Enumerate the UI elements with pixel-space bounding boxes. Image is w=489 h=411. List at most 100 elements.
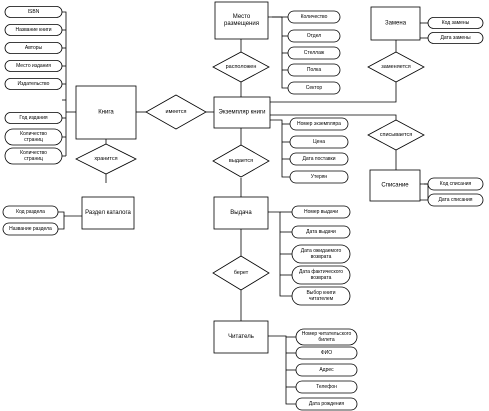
attribute-razdel: Код раздела — [2, 205, 59, 219]
attribute-label: Количество — [301, 14, 328, 20]
attribute-mesto: Стеллаж — [287, 46, 341, 60]
attribute-label: страниц — [24, 137, 43, 143]
attribute-label: Цена — [313, 139, 325, 145]
attribute-kniga: Место издания — [4, 60, 63, 72]
attribute-label: страниц — [24, 156, 43, 162]
attribute-spisanie: Код списания — [427, 177, 484, 191]
attribute-label: Дата ожидаемого — [301, 248, 342, 254]
relationship-spisyvaetsya: списывается — [367, 119, 425, 151]
attribute-zamena: Дата замены — [427, 32, 484, 44]
attribute-chitatel: Адрес — [295, 363, 358, 377]
attribute-mesto: Полка — [287, 63, 341, 77]
relationship-hranitsya: хранится — [75, 143, 137, 175]
attribute-ekzemplyar: Утерян — [289, 170, 349, 184]
attribute-label: Код раздела — [16, 209, 45, 215]
relationship-imeetsya: имеется — [145, 94, 207, 130]
entity-label: Раздел каталога — [85, 210, 131, 216]
attribute-label: Код списания — [440, 181, 472, 187]
attribute-label: Издательство — [18, 81, 50, 87]
attribute-kniga: Авторы — [4, 42, 63, 54]
connector-lines — [58, 11, 429, 405]
entity-ekzemplyar: Экземпляр книги — [213, 96, 271, 129]
attribute-label: Место издания — [16, 63, 51, 69]
attribute-label: Отдел — [307, 33, 322, 39]
attribute-label: Сектор — [306, 85, 323, 91]
relationships: имеется хранится расположен заменяется выдае… — [75, 51, 425, 291]
attribute-label: Название книги — [15, 27, 51, 33]
entity-label: Списание — [381, 183, 409, 189]
relationship-label: берет — [234, 270, 249, 276]
attribute-chitatel: Дата рождения — [295, 397, 358, 411]
attribute-label: билета — [318, 337, 334, 343]
relationship-zamenyaetsya: заменяется — [367, 51, 425, 83]
attribute-ekzemplyar: Номер экземпляра — [289, 117, 349, 131]
entity-zamena: Замена — [370, 6, 421, 41]
entity-chitatel: Читатель — [213, 320, 269, 354]
relationship-label: списывается — [380, 132, 413, 138]
attribute-razdel: Название раздела — [2, 222, 59, 236]
attribute-label: Стеллаж — [304, 50, 325, 56]
attribute-label: Номер экземпляра — [297, 121, 341, 127]
attribute-chitatel: ФИО — [295, 346, 358, 360]
attribute-label: ISBN — [28, 9, 40, 15]
entity-label: Книга — [98, 110, 114, 116]
attribute-label: возврата — [311, 275, 332, 281]
attribute-label: Утерян — [311, 174, 328, 180]
attribute-label: Дата замены — [440, 35, 471, 41]
attribute-vydacha: Дата выдачи — [291, 225, 351, 239]
attribute-chitatel: Телефон — [295, 380, 358, 394]
attribute-ekzemplyar: Дата поставки — [289, 152, 349, 166]
entity-spisanie: Списание — [369, 169, 421, 202]
attribute-label: Год издания — [19, 115, 48, 121]
attribute-label: Дата списания — [438, 197, 472, 203]
attribute-ekzemplyar: Цена — [289, 135, 349, 149]
attribute-label: Выбор книги — [306, 290, 335, 296]
relationship-label: имеется — [166, 109, 187, 115]
attribute-label: Количество — [20, 150, 47, 156]
attribute-kniga: Название книги — [4, 24, 63, 36]
relationship-label: заменяется — [381, 64, 411, 70]
relationship-label: расположен — [226, 64, 257, 70]
attribute-mesto: Количество — [287, 10, 341, 24]
attribute-label: Дата рождения — [309, 401, 345, 407]
attribute-label: Количество — [20, 131, 47, 137]
attribute-label: Дата выдачи — [306, 229, 336, 235]
attribute-kniga: ISBN — [4, 6, 63, 18]
relationship-beret: берет — [212, 255, 270, 291]
relationship-label: хранится — [94, 156, 117, 162]
attribute-mesto: Сектор — [287, 81, 341, 95]
entity-label: Место — [233, 14, 251, 20]
attribute-label: Телефон — [316, 384, 337, 390]
entity-vydacha: Выдача — [213, 196, 269, 230]
attribute-label: Авторы — [25, 45, 43, 51]
relationship-label: выдается — [229, 158, 253, 164]
entity-razdel: Раздел каталога — [81, 196, 135, 230]
attribute-label: Номер выдачи — [304, 209, 338, 215]
entity-label: Экземпляр книги — [219, 110, 266, 116]
attribute-mesto: Отдел — [287, 29, 341, 43]
attribute-label: Дата поставки — [302, 156, 335, 162]
attribute-label: Полка — [307, 67, 321, 73]
attribute-label: читателем — [309, 296, 334, 302]
attribute-label: Номер читательского — [302, 331, 352, 337]
attribute-spisanie: Дата списания — [427, 193, 484, 207]
attribute-label: ФИО — [321, 350, 332, 356]
entity-label: размещения — [224, 21, 259, 27]
attribute-zamena: Код замены — [427, 17, 484, 29]
attribute-kniga: Издательство — [4, 78, 63, 90]
attribute-label: Код замены — [442, 20, 470, 26]
entity-kniga: Книга — [75, 85, 137, 140]
relationship-vydaetsya: выдается — [212, 144, 270, 178]
attribute-label: Название раздела — [9, 226, 52, 232]
attribute-kniga: Год издания — [4, 112, 63, 124]
attribute-label: возврата — [311, 254, 332, 260]
